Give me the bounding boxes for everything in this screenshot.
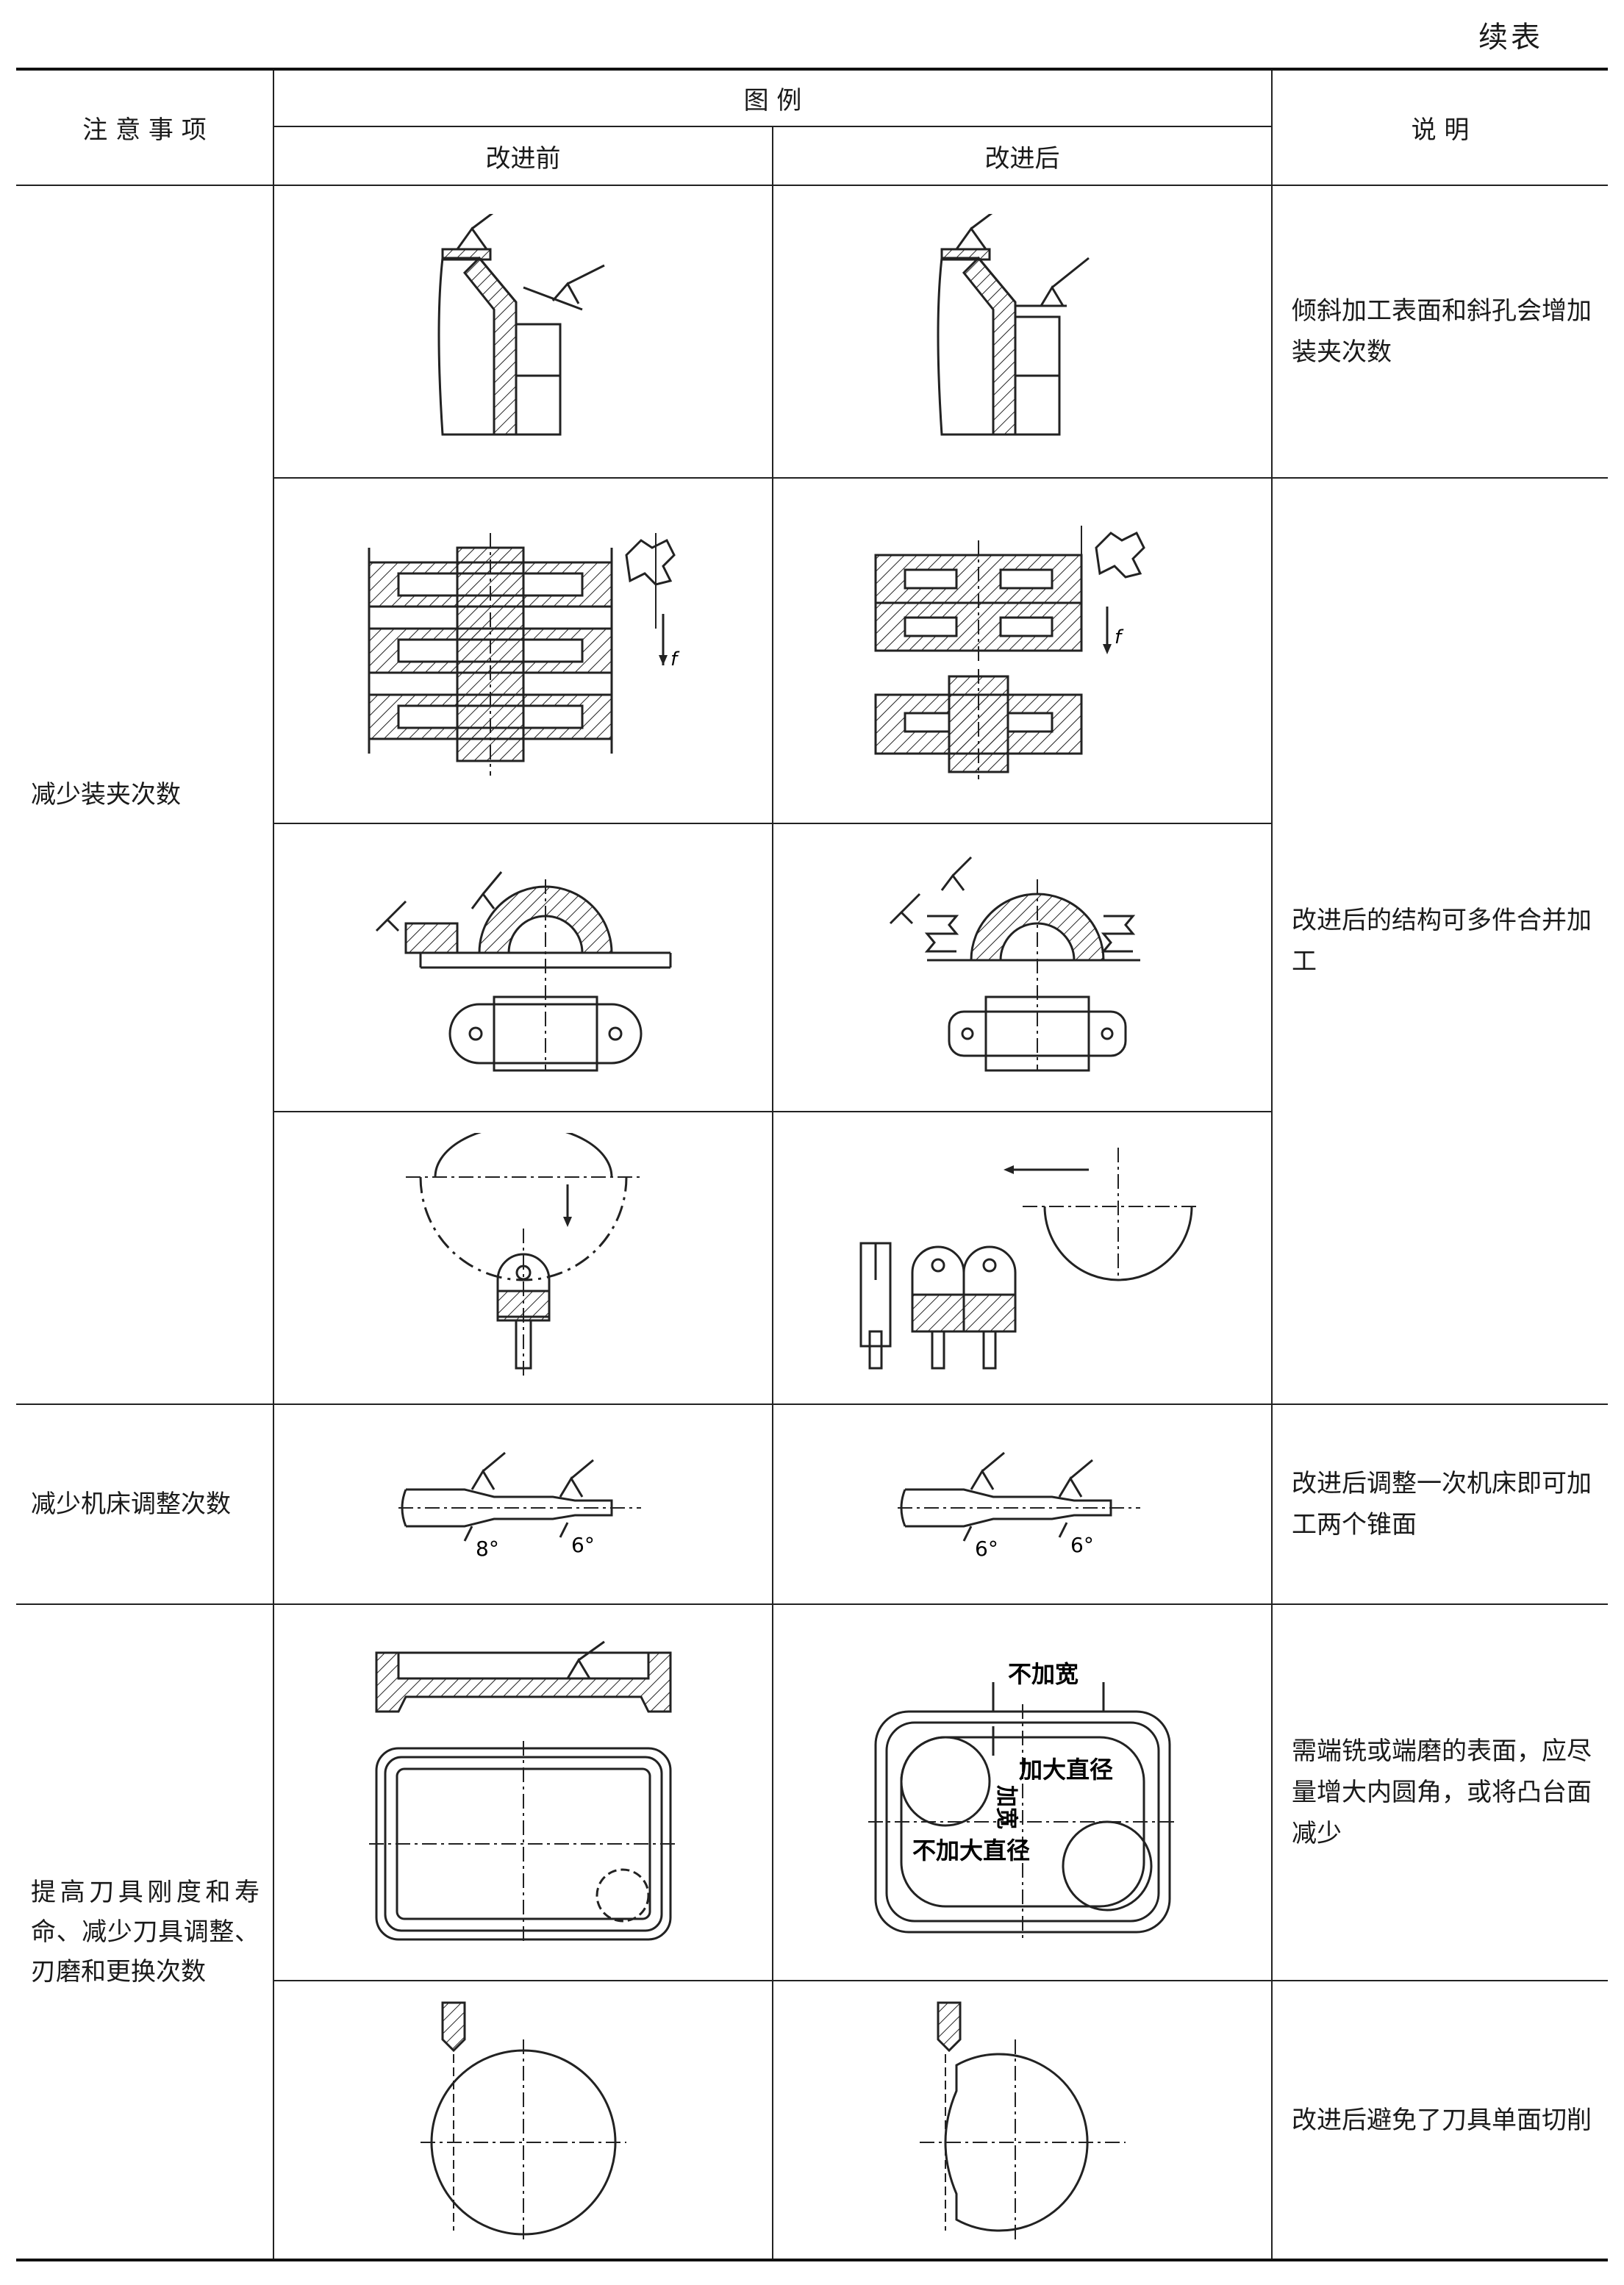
- pocket-drawing-icon: [368, 1640, 678, 1943]
- explanation-one-setup: 改进后调整一次机床即可加工两个锥面: [1271, 1403, 1608, 1605]
- feed-label: f: [670, 648, 680, 671]
- note-reduce-setups: 减少装夹次数: [16, 185, 274, 1405]
- note-tool-life: 提高刀具刚度和寿命、减少刀具调整、刃磨和更换次数: [16, 1603, 274, 2261]
- explanation-fillet: 需端铣或端磨的表面，应尽量增大内圆角，或将凸台面减少: [1271, 1603, 1608, 1981]
- header-before: 改进前: [273, 126, 773, 186]
- circular-part-drawing-icon: [420, 2001, 626, 2242]
- angle-label: 6°: [1070, 1533, 1094, 1557]
- header-after: 改进后: [772, 126, 1273, 186]
- angle-label: 6°: [571, 1533, 595, 1557]
- note-reduce-machine-adjust: 减少机床调整次数: [16, 1403, 274, 1605]
- figure-fork-after: [772, 1111, 1273, 1405]
- figure-inclined-before: [273, 185, 773, 479]
- explanation-multi-piece: 改进后的结构可多件合并加工: [1271, 477, 1608, 1405]
- no-widen-label: 不加宽: [1008, 1660, 1079, 1688]
- figure-stacked-after: f: [772, 477, 1273, 824]
- design-guideline-table: 注 意 事 项 图 例 说 明 改进前 改进后 减少装夹次数: [16, 68, 1608, 2261]
- widen-label: 加宽: [993, 1785, 1019, 1829]
- figure-bearing-after: [772, 823, 1273, 1112]
- circular-part-drawing-icon: [919, 2001, 1126, 2242]
- explanation-inclined: 倾斜加工表面和斜孔会增加装夹次数: [1271, 185, 1608, 479]
- shaft-cone-drawing-icon: 6° 6°: [897, 1451, 1140, 1561]
- figure-cone-before: 8° 6°: [273, 1403, 773, 1605]
- angle-label: 6°: [975, 1537, 998, 1561]
- figure-bearing-before: [273, 823, 773, 1112]
- figure-stacked-before: f: [273, 477, 773, 824]
- bracket-drawing-icon: [437, 214, 605, 436]
- bearing-cap-drawing-icon: [375, 871, 671, 1072]
- gear-stack-drawing-icon: f: [368, 533, 680, 776]
- fork-part-drawing-icon: [405, 1133, 641, 1376]
- feed-label: f: [1115, 626, 1124, 648]
- header-illustration: 图 例: [273, 68, 1273, 127]
- figure-fillet-after: 不加宽 加宽 加大直径 不加大直径: [772, 1603, 1273, 1981]
- figure-fillet-before: [273, 1603, 773, 1981]
- gear-stack-drawing-icon: f: [874, 526, 1145, 779]
- bearing-cap-drawing-icon: [889, 856, 1140, 1072]
- explanation-single-side: 改进后避免了刀具单面切削: [1271, 1980, 1608, 2261]
- figure-cut-before: [273, 1980, 773, 2261]
- shaft-cone-drawing-icon: 8° 6°: [398, 1451, 641, 1561]
- figure-fork-before: [273, 1111, 773, 1405]
- pocket-drawing-icon: 不加宽 加宽 加大直径 不加大直径: [868, 1660, 1177, 1939]
- header-explanation: 说 明: [1271, 68, 1608, 186]
- figure-inclined-after: [772, 185, 1273, 479]
- bracket-drawing-icon: [937, 214, 1090, 436]
- header-notes: 注 意 事 项: [16, 68, 274, 186]
- continuation-label: 续表: [1478, 21, 1543, 54]
- fork-part-drawing-icon: [859, 1148, 1199, 1370]
- larger-dia-label: 加大直径: [1019, 1756, 1113, 1784]
- angle-label: 8°: [476, 1537, 499, 1561]
- no-larger-dia-label: 不加大直径: [912, 1837, 1030, 1864]
- figure-cut-after: [772, 1980, 1273, 2261]
- figure-cone-after: 6° 6°: [772, 1403, 1273, 1605]
